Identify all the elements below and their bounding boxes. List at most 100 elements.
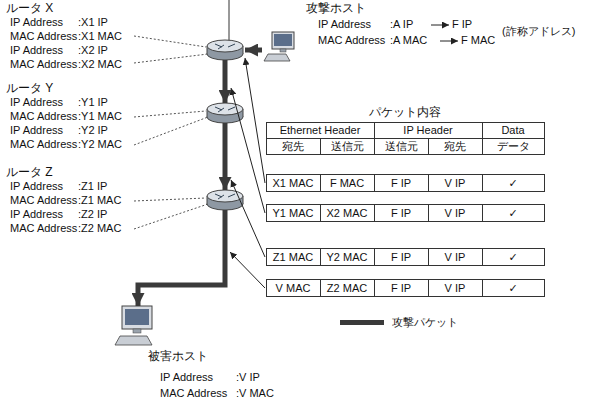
pc-screen [125,309,149,325]
node-heading: ルータ Y [6,82,53,95]
victim-host: 被害ホストIP Address:V IPMAC Address:V MAC [115,306,161,346]
pc-icon [264,32,294,61]
router-arrows [215,194,235,199]
table-cell: F IP [374,175,428,191]
change-arrow [440,41,458,42]
network-line [229,0,230,42]
leader-line [245,58,265,183]
table-cell: V IP [428,175,482,191]
address-text: IP Address [10,16,63,29]
table-subheader: 送信元 [320,139,374,154]
table-row-frame [267,249,545,266]
address-text: MAC Address [318,34,385,47]
table-cell: F IP [374,280,428,296]
table-cell: F IP [374,205,428,221]
table-title: パケット内容 [340,104,470,120]
pc-monitor [272,32,294,49]
interface-lines [134,36,208,229]
table-subheader: 送信元 [374,139,428,154]
pc-stand [280,49,286,52]
address-text: :Y1 MAC [78,110,122,123]
table-rule [321,175,483,297]
address-text: MAC Address [10,110,77,123]
address-text: F MAC [461,34,495,47]
table-cell: V IP [428,280,482,296]
router-node: ルータ ZIP Address:Z1 IPMAC Address:Z1 MACI… [205,190,245,210]
table-subheader: 宛先 [266,139,320,154]
table-cell: ✓ [482,249,544,265]
interface-line [134,36,206,47]
router-node: ルータ YIP Address:Y1 IPMAC Address:Y1 MACI… [205,103,245,123]
leader-line [231,88,265,213]
table-cell: ✓ [482,175,544,191]
table-header-frame [267,123,545,155]
table-row-frame [267,175,545,192]
table-cell: V MAC [266,280,320,296]
address-text: :V MAC [236,387,274,400]
table-cell: ✓ [482,205,544,221]
table-cell: F IP [374,249,428,265]
table-cell: Z1 MAC [266,249,320,265]
attack-packet-path [223,123,228,190]
table-rule [374,123,375,155]
address-text: :Z2 MAC [78,222,121,235]
address-text: :Y1 IP [78,96,108,109]
node-heading: ルータ X [6,2,53,15]
table-cell: X2 MAC [320,205,374,221]
address-text: MAC Address [10,194,77,207]
address-text: IP Address [10,180,63,193]
address-text: :Z2 IP [78,208,107,221]
address-text: :Y2 MAC [78,138,122,151]
legend-text: 攻撃パケット [392,315,458,329]
address-text: :Z1 MAC [78,194,121,207]
address-text: (詐称アドレス) [502,25,575,38]
address-text: IP Address [10,124,63,137]
address-text: :X2 IP [78,44,108,57]
attack-packet-path [138,210,225,306]
leader-line [230,252,265,288]
leader-lines [230,58,265,288]
table-header: Ethernet Header [266,123,374,138]
node-heading: 攻撃ホスト [306,2,366,15]
address-text: MAC Address [10,138,77,151]
address-text: IP Address [10,208,63,221]
table-rule [482,123,483,155]
table-row-frame [267,205,545,222]
table-cell: X1 MAC [266,175,320,191]
table-cell: F MAC [320,175,374,191]
attack-packet-path [245,48,262,53]
interface-line [134,117,208,145]
interface-line [134,198,206,201]
address-text: IP Address [10,96,63,109]
router-arrows [215,44,235,49]
pc-keyboard [115,336,152,345]
address-text: :X2 MAC [78,58,122,71]
address-text: IP Address [10,44,63,57]
attacker-host: 攻撃ホストIP Address:A IPF IP(詐称アドレス)MAC Addr… [262,32,296,62]
change-arrow [431,25,449,26]
address-text: :Z1 IP [78,180,107,193]
table-row-frame [267,280,545,297]
router-icon [207,190,243,210]
legend-item: 攻撃パケット [340,315,480,330]
address-text: :X1 MAC [78,30,122,43]
node-heading: ルータ Z [6,166,53,179]
table-cell: Z2 MAC [320,280,374,296]
address-text: MAC Address [10,30,77,43]
table-subheader: 宛先 [428,139,482,154]
interface-line [134,204,208,229]
router-icon [207,40,243,60]
legend-line-sample [340,320,384,325]
table-cell: Y2 MAC [320,249,374,265]
leader-line [231,180,265,257]
router-top [207,40,243,52]
pc-keyboard [264,54,290,61]
table-header: Data [482,123,544,138]
table-rule [267,138,545,139]
table-cell: V IP [428,205,482,221]
table-cell: V IP [428,249,482,265]
table-header: IP Header [374,123,482,138]
address-text: F IP [452,18,472,31]
node-heading: 被害ホスト [148,350,208,363]
address-text: :A MAC [390,34,427,47]
